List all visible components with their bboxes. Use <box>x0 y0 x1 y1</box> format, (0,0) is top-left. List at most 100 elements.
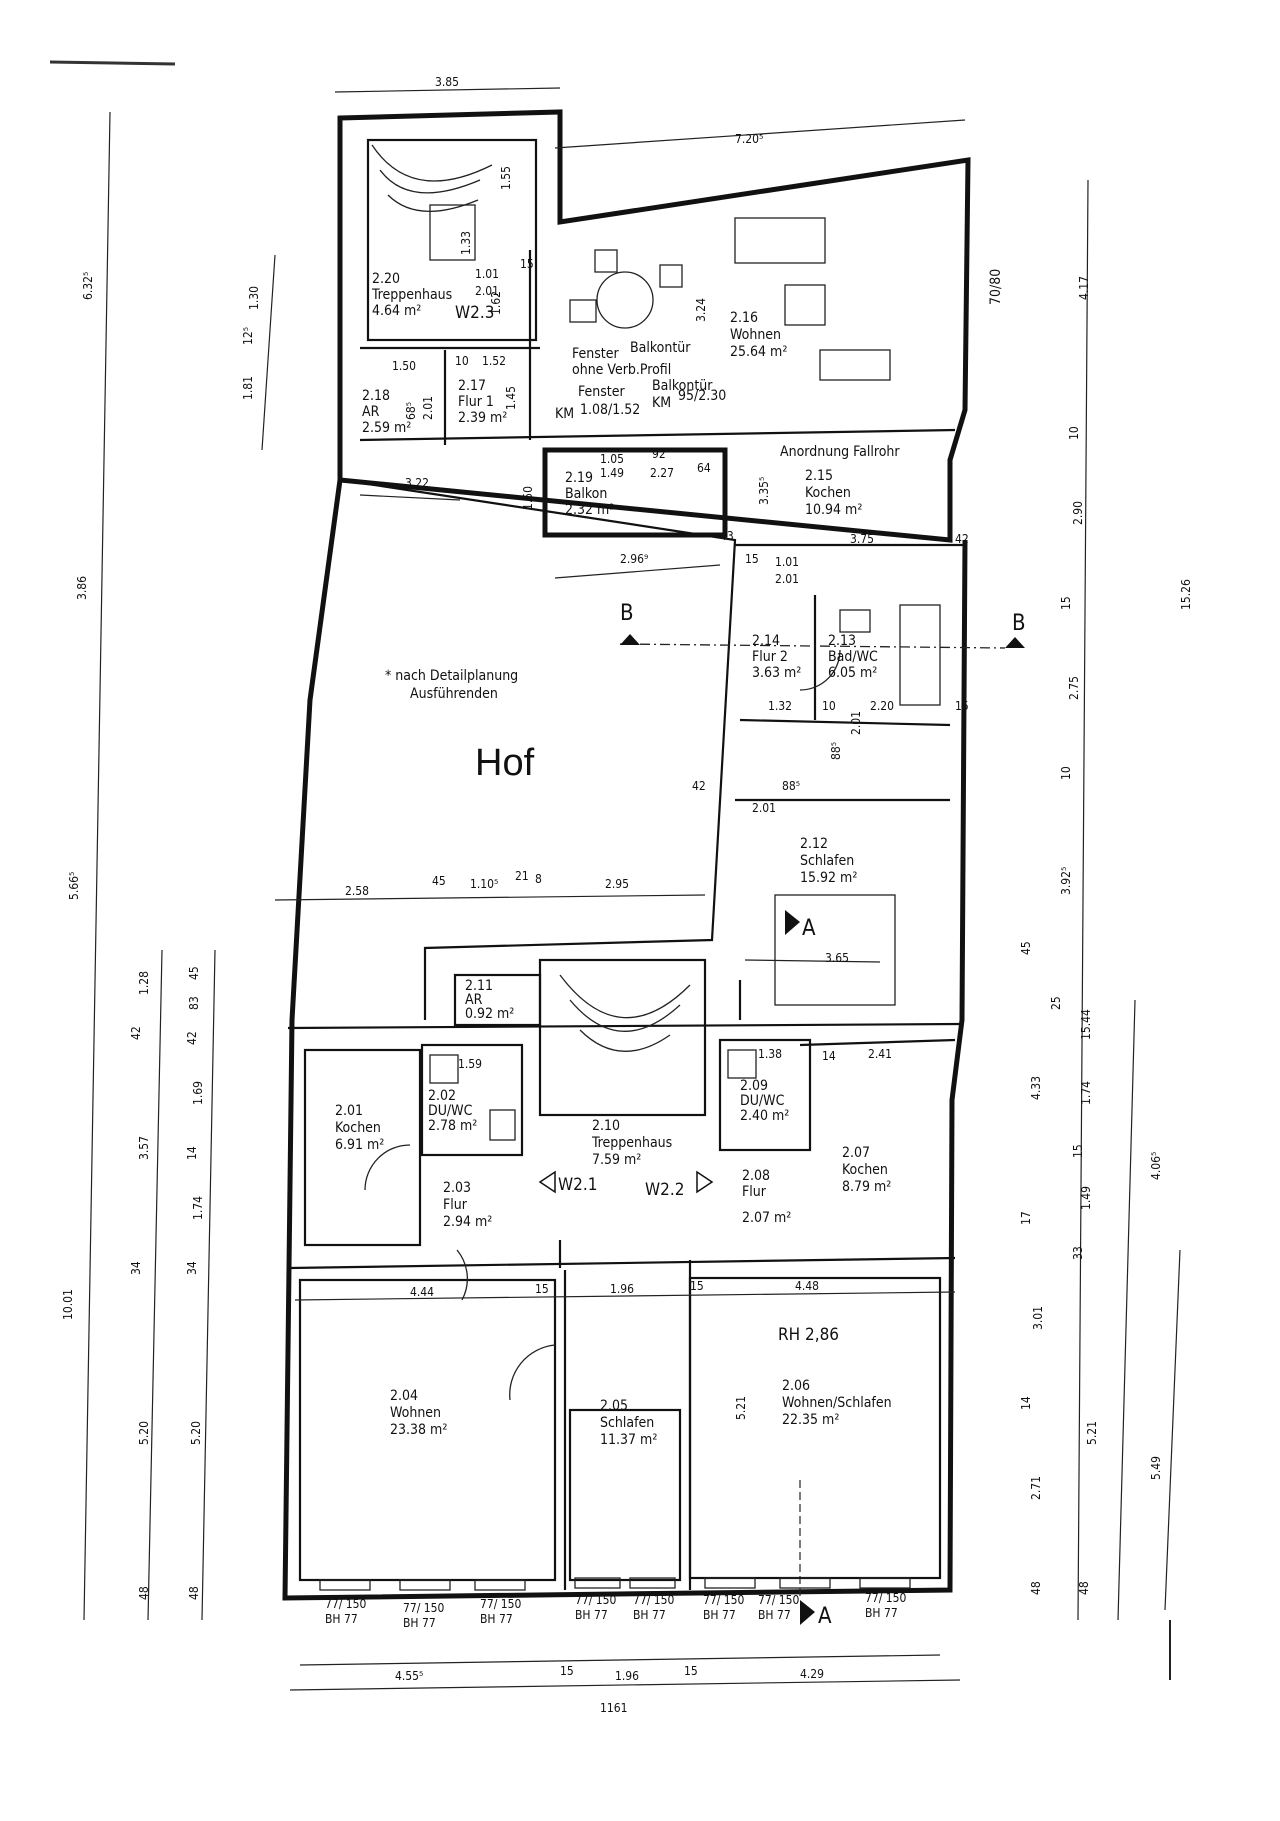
window-4-bh: BH 77 <box>575 1608 608 1622</box>
dim-14: 14 <box>822 1049 836 1063</box>
dim-r-15a: 15 <box>1059 596 1073 610</box>
shower-202 <box>489 1109 516 1141</box>
round-table <box>596 271 654 329</box>
window-6-bh: BH 77 <box>703 1608 736 1622</box>
dim-162: 1.62 <box>489 291 503 315</box>
room-2-12-no: 2.12 <box>800 836 828 852</box>
room-2-06-no: 2.06 <box>782 1378 810 1394</box>
outer-wall-main <box>282 479 968 1601</box>
room-2-19-name: Balkon <box>565 486 607 502</box>
dim-l3-42: 42 <box>129 1026 143 1040</box>
dim-r-271: 2.71 <box>1029 1476 1043 1500</box>
unit-label-w23: W2.3 <box>455 303 494 323</box>
header-rule <box>49 60 176 66</box>
window-5-size: 77/ 150 <box>633 1593 675 1607</box>
annotation-km-1: KM <box>555 406 574 422</box>
dim-r-14: 14 <box>1019 1396 1033 1410</box>
room-2-18-area: 2.59 m² <box>362 420 411 436</box>
room-2-02-name: DU/WC <box>428 1103 473 1119</box>
room-2-15-no: 2.15 <box>805 468 833 484</box>
door-swing-203 <box>364 1144 411 1191</box>
room-2-05-name: Schlafen <box>600 1415 654 1431</box>
annotation-70-80: 70/80 <box>988 269 1004 305</box>
window-2-size: 77/ 150 <box>403 1601 445 1615</box>
door-swing-205 <box>509 1344 556 1401</box>
dim-l2-130: 1.30 <box>247 286 261 310</box>
dim-201e: 2.01 <box>752 801 776 815</box>
dim-l4-520: 5.20 <box>189 1421 203 1445</box>
section-a-marker-top <box>785 910 800 935</box>
room-2-03-no: 2.03 <box>443 1180 471 1196</box>
dim-68: 68⁵ <box>404 402 418 420</box>
dim-105: 1.05 <box>600 452 624 466</box>
dim-15c: 15 <box>955 699 969 713</box>
room-2-17-name: Flur 1 <box>458 394 494 410</box>
section-label-a-top: A <box>802 916 816 941</box>
room-2-05-no: 2.05 <box>600 1398 628 1414</box>
bad-sink <box>839 609 871 633</box>
room-2-10-no: 2.10 <box>592 1118 620 1134</box>
dim-15e: 15 <box>690 1279 704 1293</box>
annotation-balkontuer-2-size: 95/2.30 <box>678 388 726 404</box>
dim-top-385: 3.85 <box>435 75 459 89</box>
room-2-13-name: Bad/WC <box>828 649 878 665</box>
door-swing-213 <box>799 649 841 691</box>
room-2-08-no: 2.08 <box>742 1168 770 1184</box>
dim-l4-45: 45 <box>187 966 201 980</box>
unit-arrow-w21 <box>538 1170 556 1194</box>
courtyard-boundary <box>341 478 737 1020</box>
room-2-16-name: Wohnen <box>730 327 781 343</box>
toilet-209 <box>727 1049 757 1079</box>
room-2-01-area: 6.91 m² <box>335 1137 384 1153</box>
room-2-11-no: 2.11 <box>465 978 493 994</box>
unit-label-w22: W2.2 <box>645 1180 684 1200</box>
dim-l4-83: 83 <box>187 996 201 1010</box>
room-2-11-name: AR <box>465 992 483 1008</box>
wall-bad-bottom <box>739 718 951 727</box>
dim-322: 3.22 <box>405 476 429 490</box>
dim-r-433: 4.33 <box>1029 1076 1043 1100</box>
room-2-04-no: 2.04 <box>390 1388 418 1404</box>
dim-l2-125: 12⁵ <box>241 327 255 345</box>
dim-196: 1.96 <box>610 1282 634 1296</box>
room-2-09-area: 2.40 m² <box>740 1108 789 1124</box>
dim-101b: 1.01 <box>775 555 799 569</box>
room-2-14-no: 2.14 <box>752 633 780 649</box>
annotation-fenster-1: Fenster <box>572 346 619 362</box>
dim-42: 42 <box>955 532 969 546</box>
dim-b-196: 1.96 <box>615 1669 639 1683</box>
toilet-202 <box>429 1054 459 1084</box>
sideboard <box>819 349 891 381</box>
dim-top-720: 7.20⁵ <box>735 132 763 146</box>
room-2-04-name: Wohnen <box>390 1405 441 1421</box>
double-bed <box>774 894 896 1006</box>
courtyard-note-1: * nach Detailplanung <box>385 668 518 684</box>
room-2-08-area: 2.07 m² <box>742 1210 791 1226</box>
wall-lower-top <box>287 1022 961 1030</box>
dim-l3-128: 1.28 <box>137 971 151 995</box>
dim-left-1001: 10.01 <box>61 1289 75 1320</box>
room-2-01-no: 2.01 <box>335 1103 363 1119</box>
dim-15b: 15 <box>745 552 759 566</box>
dim-l4-14: 14 <box>185 1146 199 1160</box>
section-label-a-bottom: A <box>818 1604 832 1629</box>
room-2-13-no: 2.13 <box>828 633 856 649</box>
room-2-08-name: Flur <box>742 1184 767 1200</box>
dim-201d: 2.01 <box>849 711 863 735</box>
dim-201b: 2.01 <box>421 396 435 420</box>
dim-138: 1.38 <box>758 1047 782 1061</box>
room-2-01-name: Kochen <box>335 1120 381 1136</box>
dim-r-17: 17 <box>1019 1211 1033 1225</box>
dim-l4-174: 1.74 <box>191 1196 205 1220</box>
dim-258: 2.58 <box>345 884 369 898</box>
dim-b-15a: 15 <box>560 1664 574 1678</box>
room-2-03-area: 2.94 m² <box>443 1214 492 1230</box>
annotation-fenster-2-size: 1.08/1.52 <box>580 402 640 418</box>
dim-b-15b: 15 <box>684 1664 698 1678</box>
dim-l3-34: 34 <box>129 1261 143 1275</box>
dim-375: 3.75 <box>850 532 874 546</box>
window-7-size: 77/ 150 <box>758 1593 800 1607</box>
stair-well-top <box>429 204 476 261</box>
dim-r-275: 2.75 <box>1067 676 1081 700</box>
